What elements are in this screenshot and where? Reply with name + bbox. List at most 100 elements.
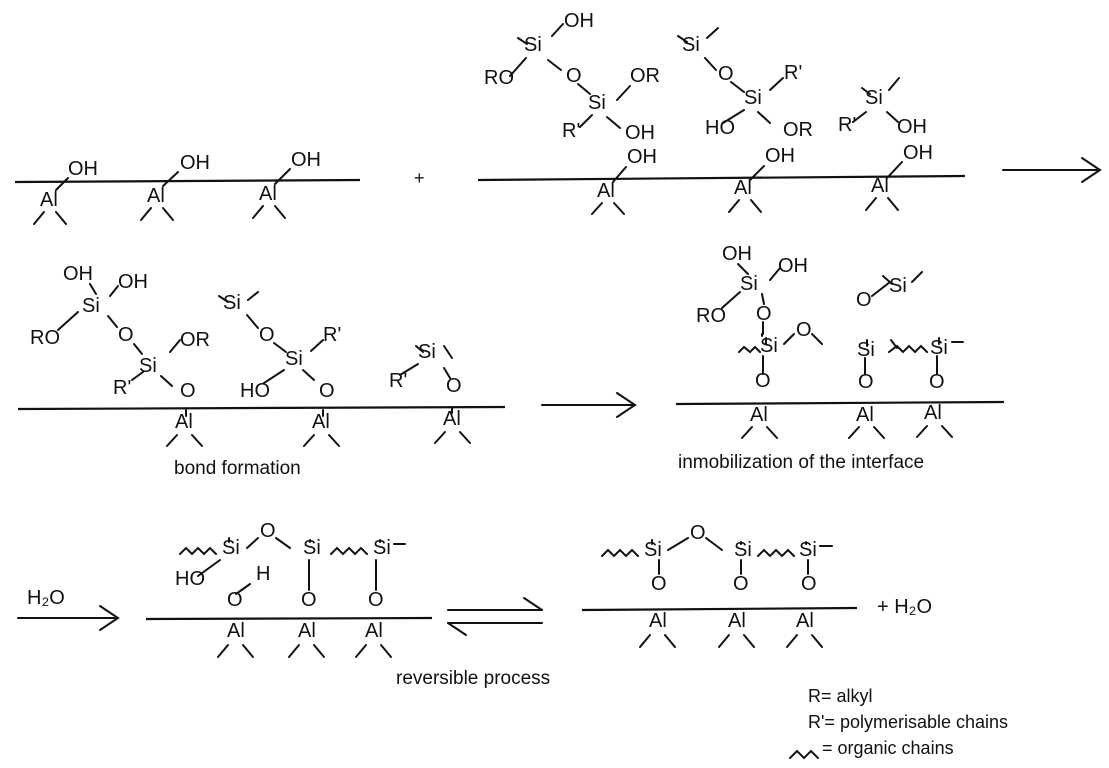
legend-chains: = organic chains [822, 738, 954, 758]
silicon-label: Si [930, 337, 948, 359]
r-prime-label: R' [323, 324, 341, 346]
silicon-label: Si [857, 339, 875, 361]
oxygen-label: O [260, 520, 276, 542]
oxygen-label: O [856, 289, 872, 311]
r-prime-label: R' [562, 120, 580, 142]
hydroxyl-label: OH [68, 158, 98, 180]
caption-bond-formation: bond formation [174, 458, 301, 479]
panel-silane-network: Si OH RO O Si OR R' OH Si O Si R' HO OR … [477, 10, 966, 215]
silicon-label: Si [744, 87, 762, 109]
r-prime-label: R' [389, 370, 407, 392]
oxygen-label: O [718, 63, 734, 85]
alkoxy-label: OR [630, 65, 660, 87]
aluminium-label: Al [443, 408, 461, 430]
r-prime-label: R' [784, 62, 802, 84]
surface-line [17, 405, 506, 411]
aluminium-label: Al [175, 411, 193, 433]
aluminium-label: Al [734, 177, 752, 199]
hydroxyl-label: OH [63, 263, 93, 285]
aluminium-label: Al [227, 620, 245, 642]
silicon-label: Si [734, 539, 752, 561]
caption-reversible: reversible process [396, 668, 550, 689]
plus-sign: + [414, 168, 425, 188]
surface-line [477, 174, 966, 182]
zigzag-icon [789, 749, 819, 760]
alkoxy-label: OR [180, 329, 210, 351]
oxygen-label: O [301, 589, 317, 611]
alkoxy-label: RO [484, 67, 514, 89]
r-prime-label: R' [838, 114, 856, 136]
silicon-label: Si [524, 34, 542, 56]
alkoxy-label: OR [783, 119, 813, 141]
silicon-label: Si [303, 537, 321, 559]
silicon-label: Si [799, 539, 817, 561]
aluminium-label: Al [597, 180, 615, 202]
oxygen-label: O [259, 324, 275, 346]
oxygen-label: O [368, 589, 384, 611]
oxygen-label: O [227, 589, 243, 611]
reaction-arrow [541, 392, 637, 418]
panel-bond-formation: OH OH Si RO O Si OR R' O Si O Si R' HO O… [17, 263, 506, 447]
silicon-label: Si [373, 537, 391, 559]
hydroxyl-label: OH [180, 152, 210, 174]
silicon-label: Si [682, 34, 700, 56]
silicon-label: Si [740, 273, 758, 295]
aluminium-label: Al [147, 185, 165, 207]
silicon-label: Si [285, 348, 303, 370]
hydroxyl-label: OH [625, 122, 655, 144]
oxygen-label: O [180, 380, 196, 402]
oxygen-label: O [858, 371, 874, 393]
oxygen-label: O [690, 522, 706, 544]
hydroxyl-label: OH [765, 145, 795, 167]
aluminium-label: Al [40, 189, 58, 211]
hydroxyl-label: OH [778, 255, 808, 277]
aluminium-label: Al [871, 175, 889, 197]
oxygen-label: O [796, 319, 812, 341]
silicon-label: Si [418, 341, 436, 363]
hydroxyl-label: OH [564, 10, 594, 32]
surface-line [581, 606, 858, 612]
silicon-label: Si [82, 295, 100, 317]
silicon-label: Si [760, 335, 778, 357]
panel-alumina-surface: OH OH OH Al Al Al [14, 149, 361, 225]
panel-hydrolysed: Si O Si Si HO H O O O Al Al Al [145, 520, 433, 658]
surface-line [675, 400, 1005, 406]
aluminium-label: Al [796, 610, 814, 632]
silicon-label: Si [865, 87, 883, 109]
alkoxy-label: RO [696, 305, 726, 327]
legend-r: R= alkyl [808, 686, 873, 706]
oxygen-label: O [733, 573, 749, 595]
hydroxyl-label: HO [240, 380, 270, 402]
reaction-arrow-water: H₂O [17, 587, 120, 631]
panel-immobilization: OH OH Si RO O Si O Si O Si Si O O O Al A… [675, 243, 1005, 439]
aluminium-label: Al [649, 610, 667, 632]
silicon-label: Si [588, 92, 606, 114]
oxygen-label: O [929, 371, 945, 393]
hydroxyl-label: OH [627, 146, 657, 168]
oxygen-label: O [651, 573, 667, 595]
oxygen-label: O [319, 380, 335, 402]
plus-water-label: + H₂O [877, 596, 932, 618]
panel-reformed: Si O Si Si O O O Al Al Al [581, 522, 858, 648]
oxygen-label: O [755, 370, 771, 392]
aluminium-label: Al [259, 183, 277, 205]
caption-immobilization: inmobilization of the interface [678, 452, 924, 473]
oxygen-label: O [756, 303, 772, 325]
oxygen-label: O [446, 375, 462, 397]
hydroxyl-label: OH [897, 116, 927, 138]
aluminium-label: Al [728, 610, 746, 632]
hydroxyl-label: OH [722, 243, 752, 265]
equilibrium-arrows [447, 597, 543, 636]
silicon-label: Si [644, 539, 662, 561]
water-label: H₂O [27, 587, 65, 609]
silicon-label: Si [889, 275, 907, 297]
aluminium-label: Al [298, 620, 316, 642]
aluminium-label: Al [856, 404, 874, 426]
silicon-label: Si [222, 537, 240, 559]
r-prime-label: R' [113, 377, 131, 399]
hydrogen-label: H [256, 563, 270, 585]
alkoxy-label: RO [30, 327, 60, 349]
aluminium-label: Al [924, 402, 942, 424]
